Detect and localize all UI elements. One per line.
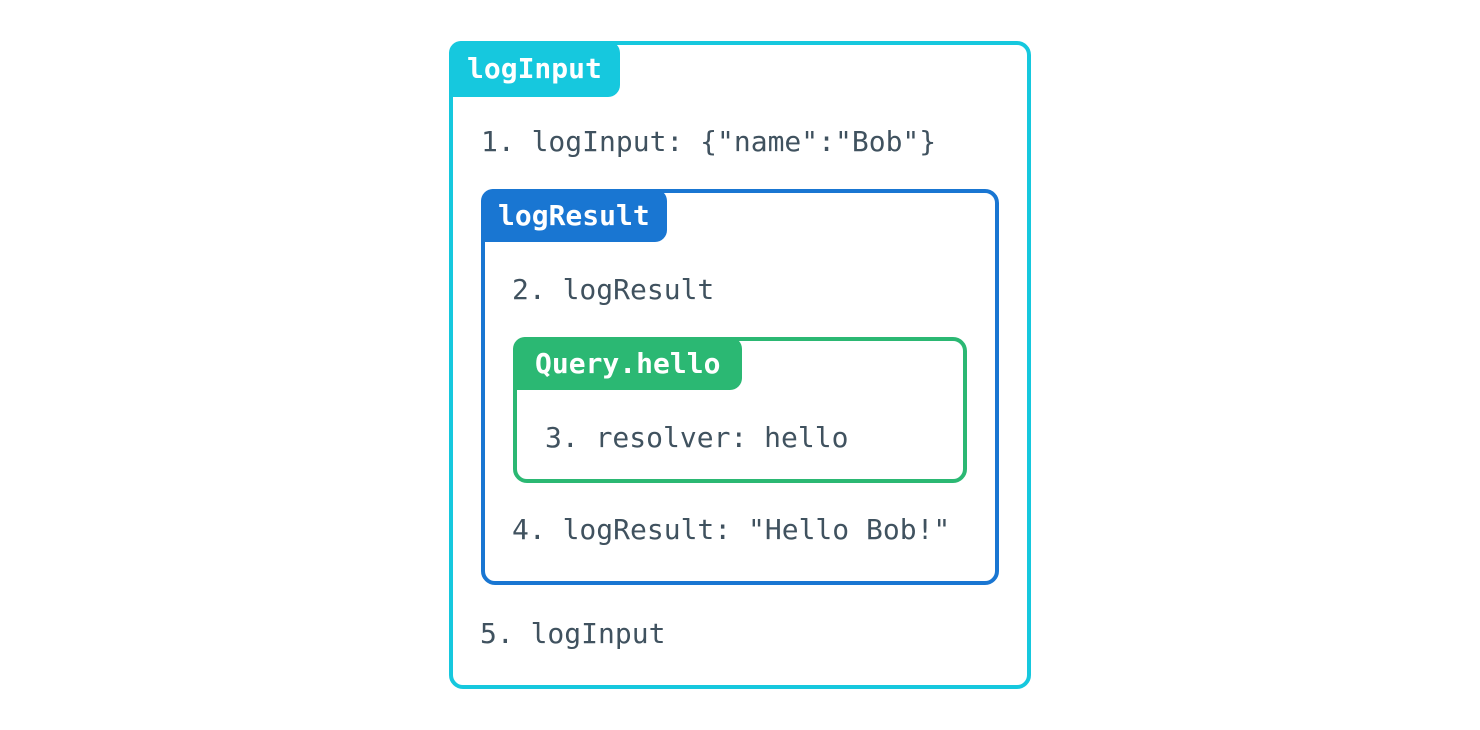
query-hello-box-label: Query.hello — [513, 337, 743, 390]
loginput-box-outline — [449, 41, 1031, 689]
loginput-box-label: logInput — [449, 41, 620, 97]
logresult-box-outline — [481, 189, 999, 585]
query-hello-box-outline — [513, 337, 967, 483]
step-5-loginput-after: 5. logInput — [480, 617, 666, 650]
step-3-resolver: 3. resolver: hello — [545, 421, 849, 454]
logresult-box-label: logResult — [481, 189, 667, 242]
step-4-logresult-after: 4. logResult: "Hello Bob!" — [512, 513, 951, 546]
step-2-logresult-before: 2. logResult — [512, 273, 715, 306]
step-1-loginput-before: 1. logInput: {"name":"Bob"} — [481, 125, 937, 158]
